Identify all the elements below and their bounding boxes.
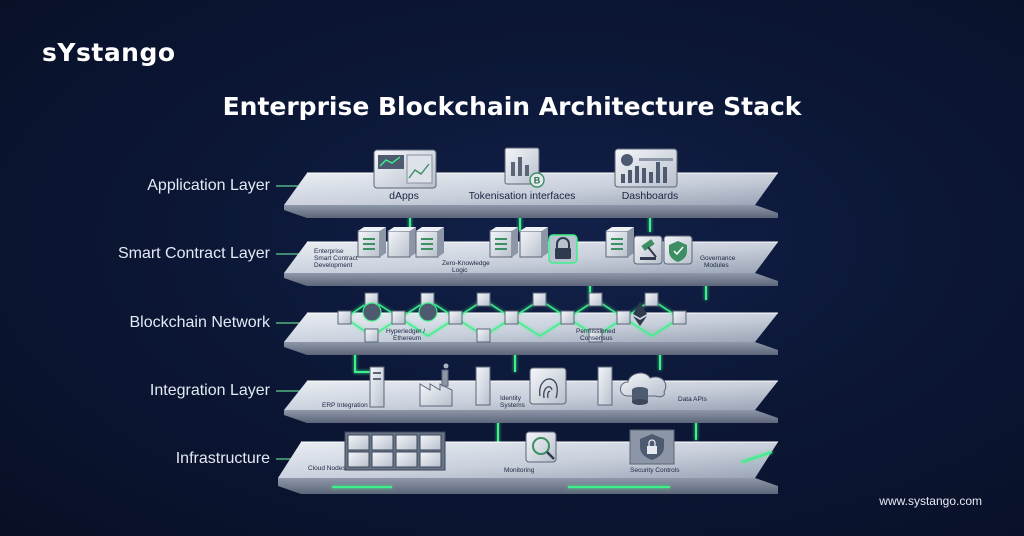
chip-magnifier-icon — [525, 431, 557, 463]
dapps-chart-icon — [373, 149, 437, 189]
brand-logo: sYstango — [42, 38, 176, 67]
website-url: www.systango.com — [879, 494, 982, 508]
layer-label-integration: Integration Layer — [149, 382, 270, 399]
app-label-dashboards: Dashboards — [622, 190, 679, 202]
infra-label-cloud-nodes: Cloud Nodes — [308, 465, 346, 472]
platform-infrastructure: Cloud Nodes Monitoring Security Controls — [278, 429, 778, 494]
platform-application: B dApps Tokenisation interfaces Dashboar… — [284, 147, 778, 218]
token-icon: B — [504, 147, 545, 188]
shield-lock-icon — [629, 429, 675, 465]
erp-server-icon — [369, 366, 385, 408]
api-server-icon — [597, 366, 613, 406]
platform-integration: ERP Integration Identity Systems Data AP… — [284, 363, 778, 423]
factory-icon — [419, 363, 453, 407]
identity-server-icon — [475, 366, 491, 406]
int-label-data-apis: Data APIs — [678, 396, 708, 403]
app-label-dapps: dApps — [389, 190, 419, 202]
layer-label-smart-contract: Smart Contract Layer — [117, 245, 270, 262]
bn-label-hyperledger: Hyperledger / Ethereum — [386, 328, 427, 342]
shield-icon — [663, 235, 693, 265]
layer-label-blockchain-network: Blockchain Network — [129, 314, 271, 331]
leader-lines — [276, 185, 300, 460]
infra-status-lights — [332, 451, 773, 488]
int-label-erp: ERP Integration — [322, 402, 368, 409]
platform-smart-contract: Enterprise Smart Contract Development Ze… — [284, 227, 778, 286]
infra-label-security: Security Controls — [630, 467, 680, 474]
ethereum-icon — [633, 302, 647, 326]
platform-blockchain-network: Hyperledger / Ethereum Permissioned Cons… — [284, 292, 778, 355]
contract-block-icons — [357, 227, 634, 258]
svg-text:B: B — [534, 176, 541, 186]
hyperledger-node-icon — [362, 302, 438, 322]
node-cube-icons — [337, 292, 687, 343]
sc-label-enterprise: Enterprise Smart Contract Development — [314, 248, 360, 269]
page-title: Enterprise Blockchain Architecture Stack — [222, 92, 802, 121]
int-label-identity: Identity Systems — [500, 395, 526, 409]
dashboard-icon — [614, 148, 678, 188]
sc-label-governance: Governance Modules — [700, 255, 737, 269]
sc-label-zero-knowledge: Zero-Knowledge Logic — [442, 260, 492, 274]
cloud-database-icon — [620, 372, 667, 405]
gavel-icon — [633, 235, 663, 265]
fingerprint-icon — [529, 367, 567, 405]
server-rack-icon — [344, 431, 446, 471]
lock-icon — [548, 234, 578, 264]
layer-label-infrastructure: Infrastructure — [175, 450, 270, 467]
layer-label-application: Application Layer — [147, 177, 270, 194]
app-label-tokenisation: Tokenisation interfaces — [469, 190, 576, 202]
infra-label-monitoring: Monitoring — [504, 467, 535, 474]
bn-label-consensus: Permissioned Consensus — [576, 328, 617, 342]
